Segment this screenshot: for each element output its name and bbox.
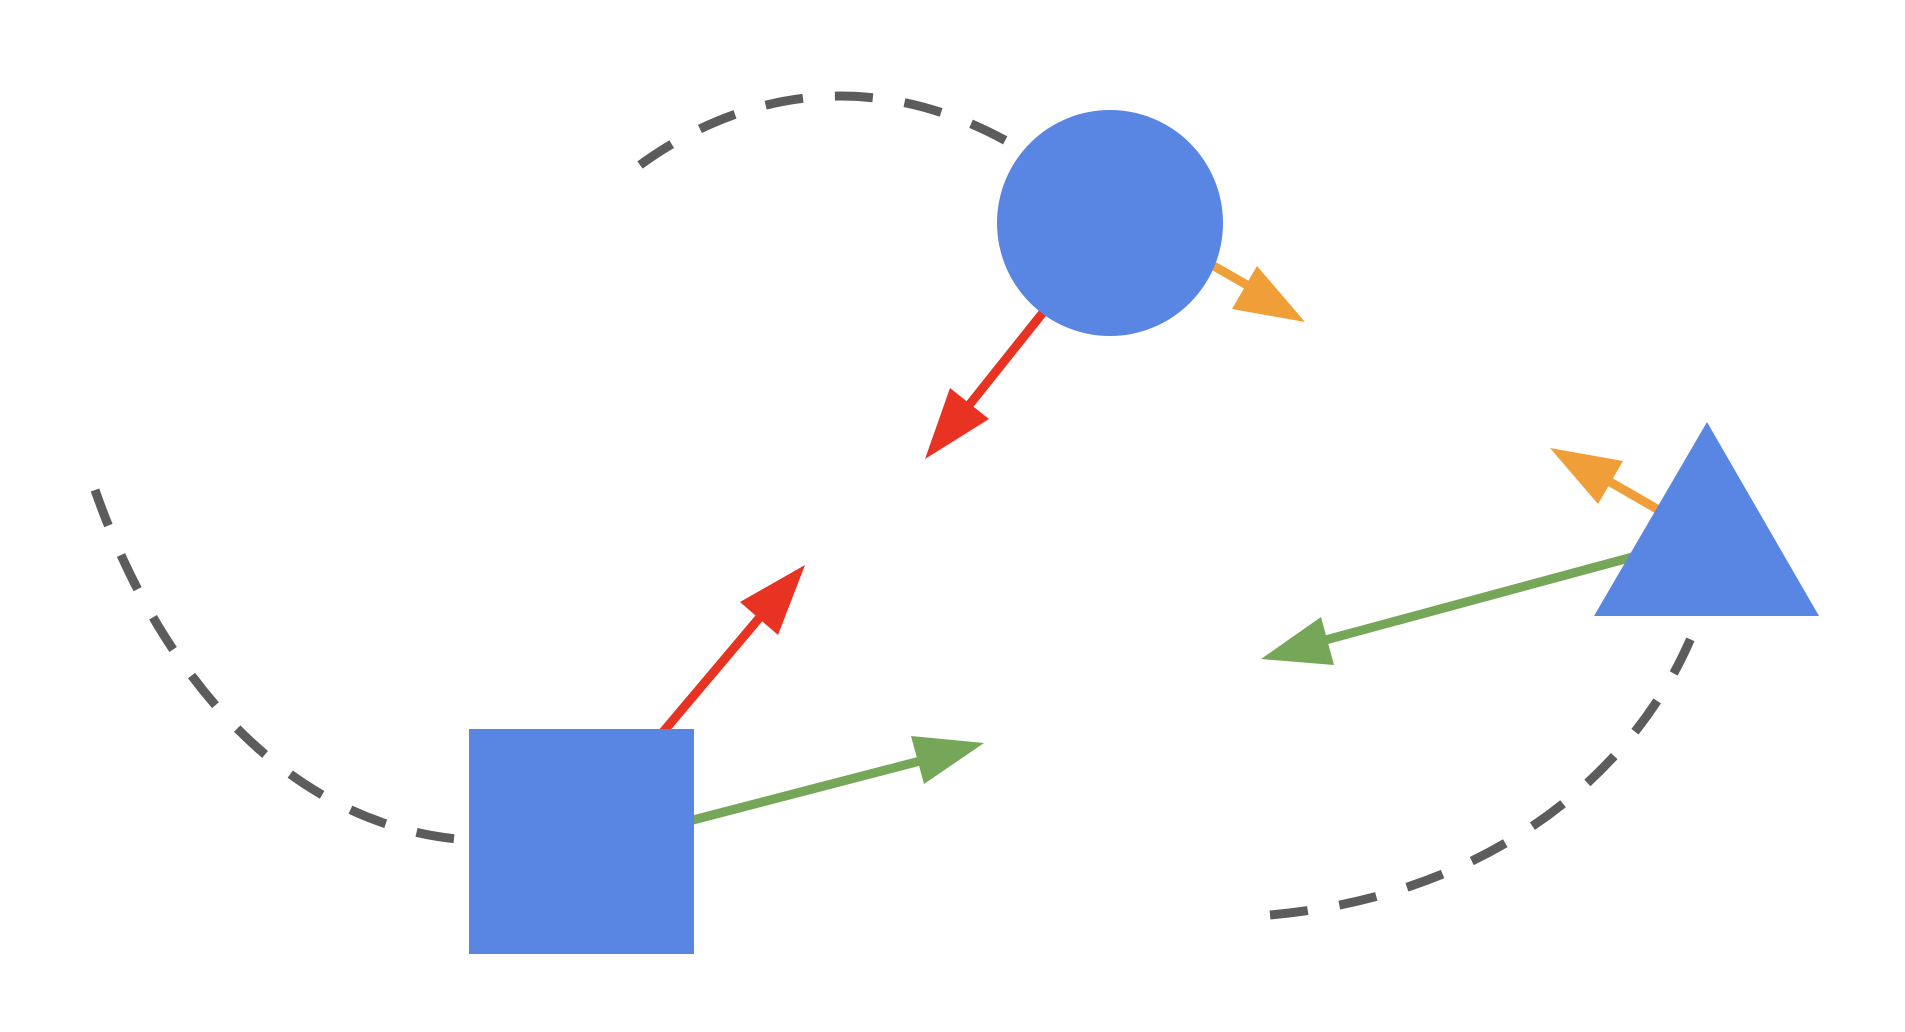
square-green-arrow: [691, 736, 984, 825]
triangle-green-arrow: [1261, 550, 1642, 665]
dashed-arc-top: [637, 91, 1033, 169]
triangle-orange-arrow: [1550, 448, 1660, 513]
dashed-arc-right: [1269, 598, 1710, 920]
triangle-shape: [1594, 422, 1819, 616]
circle-shape: [997, 110, 1223, 336]
circle-red-arrow: [925, 307, 1049, 459]
square-red-arrow: [659, 565, 805, 735]
circle-orange-arrow: [1209, 261, 1305, 322]
square-shape: [469, 729, 694, 954]
dashed-arc-left: [90, 488, 471, 845]
